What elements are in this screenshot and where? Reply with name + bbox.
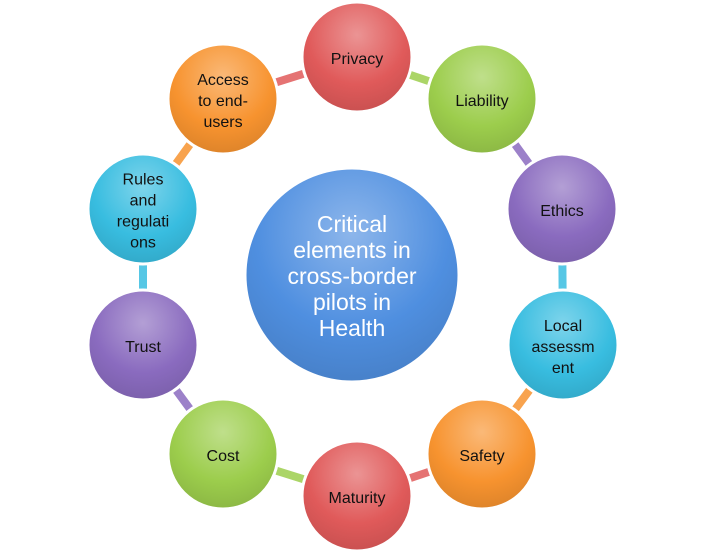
node-local-assessment: Local assessm ent [506,288,620,402]
node-privacy: Privacy [300,0,414,114]
center-label-line: Critical [317,211,387,237]
node-label-local-assessment-line: assessm [531,339,594,356]
node-circle-local-assessment [506,288,620,402]
node-label-trust: Trust [125,339,161,356]
node-label-rules-and-regulations: Rules and regulati ons [117,172,169,252]
node-label-access-to-end-users-line: Access [197,72,249,89]
node-label-access-to-end-users: Access to end-users [197,72,249,131]
node-circle-trust [86,288,200,402]
node-label-safety: Safety [459,448,504,465]
node-rules-and-regulations: Rules and regulati ons [86,152,200,266]
node-label-privacy-line: Privacy [331,51,383,68]
node-maturity: Maturity [300,439,414,553]
center-label-line: cross-border [287,263,416,289]
node-label-ethics: Ethics [540,203,584,220]
node-liability: Liability [425,42,539,156]
node-label-access-to-end-users-line: users [203,114,242,131]
node-label-cost-line: Cost [207,448,240,465]
node-circle-rules-and-regulations [86,152,200,266]
node-label-local-assessment-line: Local [544,318,582,335]
node-circle-liability [425,42,539,156]
node-label-local-assessment-line: ent [552,360,575,377]
node-label-liability-line: Liability [455,93,508,110]
node-circle-privacy [300,0,414,114]
node-label-liability: Liability [455,93,508,110]
node-label-maturity: Maturity [329,490,386,507]
node-access-to-end-users: Access to end-users [166,42,280,156]
node-label-ethics-line: Ethics [540,203,584,220]
node-circle-access-to-end-users [166,42,280,156]
node-label-safety-line: Safety [459,448,504,465]
center-circle [243,166,461,384]
center-label-line: pilots in [313,289,391,315]
node-label-rules-and-regulations-line: Rules [123,172,164,189]
node-circle-ethics [505,152,619,266]
node-trust: Trust [86,288,200,402]
node-label-trust-line: Trust [125,339,161,356]
node-label-rules-and-regulations-line: regulati [117,214,169,231]
node-circle-maturity [300,439,414,553]
node-circle-cost [166,397,280,511]
center-label-line: elements in [293,237,411,263]
node-label-rules-and-regulations-line: ons [130,235,156,252]
node-label-rules-and-regulations-line: and [130,193,157,210]
node-circle-safety [425,397,539,511]
node-label-local-assessment: Local assessm ent [531,318,594,377]
node-label-maturity-line: Maturity [329,490,386,507]
center-label-line: Health [319,315,385,341]
node-cost: Cost [166,397,280,511]
node-label-cost: Cost [207,448,240,465]
node-label-privacy: Privacy [331,51,383,68]
node-safety: Safety [425,397,539,511]
node-label-access-to-end-users-line: to end- [198,93,248,110]
node-ethics: Ethics [505,152,619,266]
